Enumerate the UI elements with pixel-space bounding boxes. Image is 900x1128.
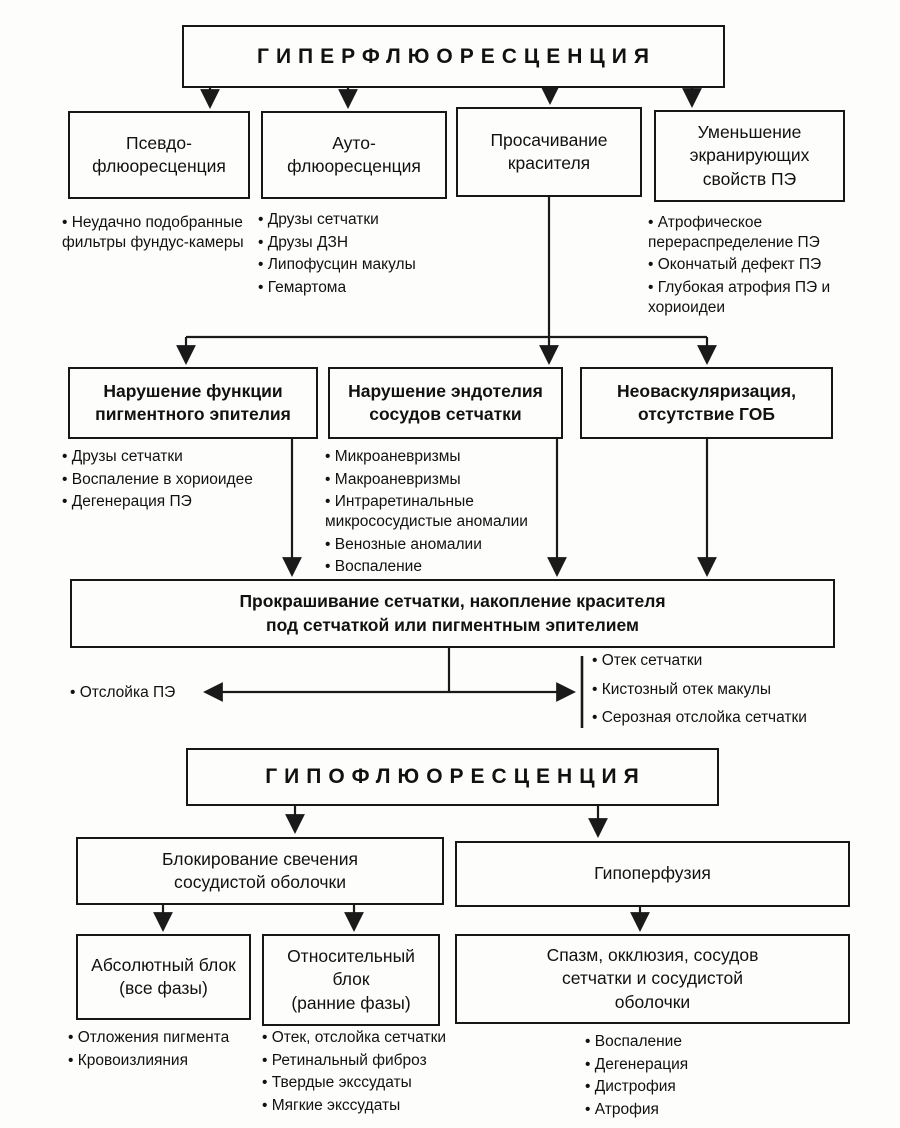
bullet-item: • Дегенерация ПЭ [62, 493, 192, 511]
bullet-item: • Воспаление [585, 1033, 682, 1050]
bullet-list-outcome-right: • Отек сетчатки • Кистозный отек макулы • … [592, 651, 857, 737]
node-absolute-block: Абсолютный блок (все фазы) [76, 934, 251, 1020]
node-label: Относительный блок (ранние фазы) [287, 946, 415, 1013]
bullet-item: • Ретинальный фиброз [262, 1051, 427, 1069]
bullet-item: • Гемартома [258, 279, 347, 297]
bullet-item: • Липофусцин макулы [258, 256, 416, 274]
bullet-item: • Отек, отслойка сетчатки [262, 1029, 447, 1046]
bullet-list-outcome-left: • Отслойка ПЭ [70, 683, 230, 706]
bullet-item: • Дистрофия [585, 1078, 676, 1096]
node-label: Псевдо- флюоресценция [92, 132, 226, 176]
bullet-list-endothelium-damage: • Микроаневризмы • Макроаневризмы • Интрар… [325, 447, 570, 580]
bullet-item: • Венозные аномалии [325, 535, 482, 553]
bullet-list-absolute-block: • Отложения пигмента • Кровоизлияния [68, 1028, 273, 1073]
node-label: Прокрашивание сетчатки, накопление краси… [239, 591, 666, 635]
node-label: ГИПЕРФЛЮОРЕСЦЕНЦИЯ [257, 44, 656, 68]
node-hypoperfusion: Гипоперфузия [455, 841, 850, 907]
bullet-item: • Макроаневризмы [325, 470, 461, 488]
bullet-item: • Воспаление [325, 558, 422, 576]
node-pseudofluorescence: Псевдо- флюоресценция [68, 111, 250, 199]
node-label: Неоваскуляризация, отсутствие ГОБ [617, 380, 796, 424]
bullet-item: • Воспаление в хориоидее [62, 470, 253, 488]
node-autofluorescence: Ауто- флюоресценция [261, 111, 447, 199]
bullet-list-reduced-screening: • Атрофическое перераспределение ПЭ • Око… [648, 213, 866, 320]
bullet-item: • Микроаневризмы [325, 448, 461, 465]
bullet-item: • Кровоизлияния [68, 1051, 188, 1069]
bullet-item: • Дегенерация [585, 1055, 689, 1073]
bullet-list-pseudofluorescence: • Неудачно подобранные фильтры фундус-ка… [62, 213, 256, 255]
node-dye-leakage: Просачивание красителя [456, 107, 642, 197]
node-label: Ауто- флюоресценция [287, 132, 421, 176]
node-label: Абсолютный блок (все фазы) [91, 954, 236, 998]
bullet-item: • Атрофическое перераспределение ПЭ [648, 214, 820, 251]
node-label: ГИПОФЛЮОРЕСЦЕНЦИЯ [265, 765, 646, 789]
node-label: Спазм, окклюзия, сосудов сетчатки и сосу… [546, 945, 759, 1012]
bullet-item: • Мягкие экссудаты [262, 1097, 401, 1115]
node-choroid-glow-blocking: Блокирование свечения сосудистой оболочк… [76, 837, 444, 905]
node-label: Уменьшение экранирующих свойств ПЭ [689, 122, 810, 189]
node-hyperfluorescence: ГИПЕРФЛЮОРЕСЦЕНЦИЯ [182, 25, 725, 88]
node-reduced-screening: Уменьшение экранирующих свойств ПЭ [654, 110, 845, 202]
node-label: Гипоперфузия [594, 863, 711, 884]
bullet-item: • Отложения пигмента [68, 1029, 230, 1046]
node-hypofluorescence: ГИПОФЛЮОРЕСЦЕНЦИЯ [186, 748, 719, 806]
bullet-item: • Неудачно подобранные фильтры фундус-ка… [62, 214, 244, 251]
bullet-list-autofluorescence: • Друзы сетчатки • Друзы ДЗН • Липофусцин … [258, 210, 468, 301]
node-label: Нарушение функции пигментного эпителия [95, 380, 291, 424]
bullet-item: • Атрофия [585, 1101, 659, 1119]
bullet-list-spasm-occlusion: • Воспаление • Дегенерация • Дистрофия • Ат… [585, 1032, 790, 1123]
node-relative-block: Относительный блок (ранние фазы) [262, 934, 440, 1026]
node-retinal-vessel-endothelium-damage: Нарушение эндотелия сосудов сетчатки [328, 367, 563, 439]
bullet-item: • Глубокая атрофия ПЭ и хориоидеи [648, 279, 831, 316]
bullet-item: • Друзы сетчатки [258, 211, 379, 228]
node-label: Блокирование свечения сосудистой оболочк… [162, 848, 358, 892]
bullet-item: • Отек сетчатки [592, 652, 703, 669]
node-label: Просачивание красителя [490, 129, 608, 173]
bullet-item: • Друзы сетчатки [62, 448, 183, 465]
bullet-item: • Отслойка ПЭ [70, 684, 176, 701]
bullet-list-pigment-epithelium-dysfunction: • Друзы сетчатки • Воспаление в хориоидее… [62, 447, 307, 515]
bullet-item: • Кистозный отек макулы [592, 680, 772, 698]
bullet-item: • Интраретинальные микрососудистые анома… [325, 493, 528, 531]
node-pigment-epithelium-dysfunction: Нарушение функции пигментного эпителия [68, 367, 318, 439]
node-spasm-occlusion: Спазм, окклюзия, сосудов сетчатки и сосу… [455, 934, 850, 1024]
bullet-item: • Друзы ДЗН [258, 233, 349, 251]
bullet-item: • Серозная отслойка сетчатки [592, 709, 807, 727]
bullet-item: • Твердые экссудаты [262, 1074, 412, 1092]
node-label: Нарушение эндотелия сосудов сетчатки [348, 380, 543, 424]
node-neovascularization: Неоваскуляризация, отсутствие ГОБ [580, 367, 833, 439]
bullet-list-relative-block: • Отек, отслойка сетчатки • Ретинальный ф… [262, 1028, 477, 1119]
node-retina-staining-result: Прокрашивание сетчатки, накопление краси… [70, 579, 835, 648]
bullet-item: • Окончатый дефект ПЭ [648, 256, 822, 274]
